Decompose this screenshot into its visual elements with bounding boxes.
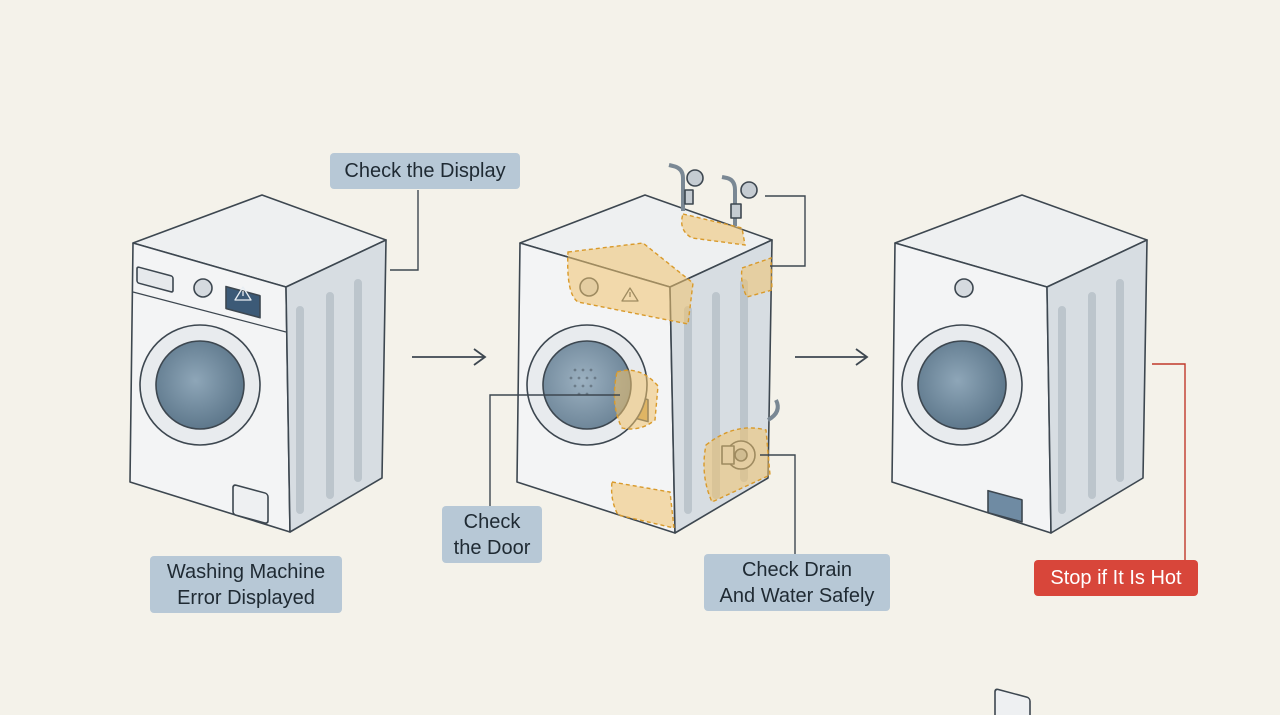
door-glass <box>155 340 245 430</box>
leader-check-drain <box>760 454 796 556</box>
error-displayed-line-2: Error Displayed <box>177 587 315 609</box>
highlight-door-seal <box>613 369 659 430</box>
check-door-line-2: the Door <box>453 537 531 559</box>
washing-machine-hot-warning <box>891 194 1148 715</box>
check-display-text: Check the Display <box>344 160 506 182</box>
leader-check-taps <box>765 195 806 267</box>
check-door-line-1: Check <box>463 511 521 533</box>
inspection-highlights <box>567 213 773 529</box>
water-tap-icon <box>668 163 704 211</box>
highlight-drain-area <box>703 427 771 503</box>
callout-leader-lines <box>390 190 1186 560</box>
check-door-label: Check the Door <box>442 506 542 563</box>
highlight-side-upper <box>740 257 773 298</box>
error-displayed-label: Washing Machine Error Displayed <box>150 556 342 613</box>
leader-check-door <box>489 394 620 508</box>
detergent-drawer <box>136 266 174 293</box>
highlight-display-panel <box>567 242 694 325</box>
stop-if-hot-label: Stop if It Is Hot <box>1034 560 1198 596</box>
highlight-filter-hatch <box>610 481 675 529</box>
check-drain-label: Check Drain And Water Safely <box>704 554 890 611</box>
water-tap-icon <box>721 175 758 226</box>
check-drain-line-1: Check Drain <box>741 559 853 581</box>
right-arrow-icon <box>795 348 869 366</box>
leader-stop-hot <box>1152 363 1186 560</box>
filter-hatch <box>232 484 269 524</box>
program-knob <box>193 278 213 298</box>
leader-check-display <box>390 190 419 271</box>
highlight-top-rear <box>680 213 746 246</box>
machine-side <box>285 239 387 533</box>
warning-triangle-icon <box>234 286 252 301</box>
washing-machine-error-displayed <box>129 194 387 533</box>
check-drain-line-2: And Water Safely <box>719 585 875 607</box>
stop-if-hot-text: Stop if It Is Hot <box>1050 567 1182 589</box>
error-displayed-line-1: Washing Machine <box>166 561 326 583</box>
check-display-label: Check the Display <box>330 153 520 189</box>
right-arrow-icon <box>412 348 487 366</box>
